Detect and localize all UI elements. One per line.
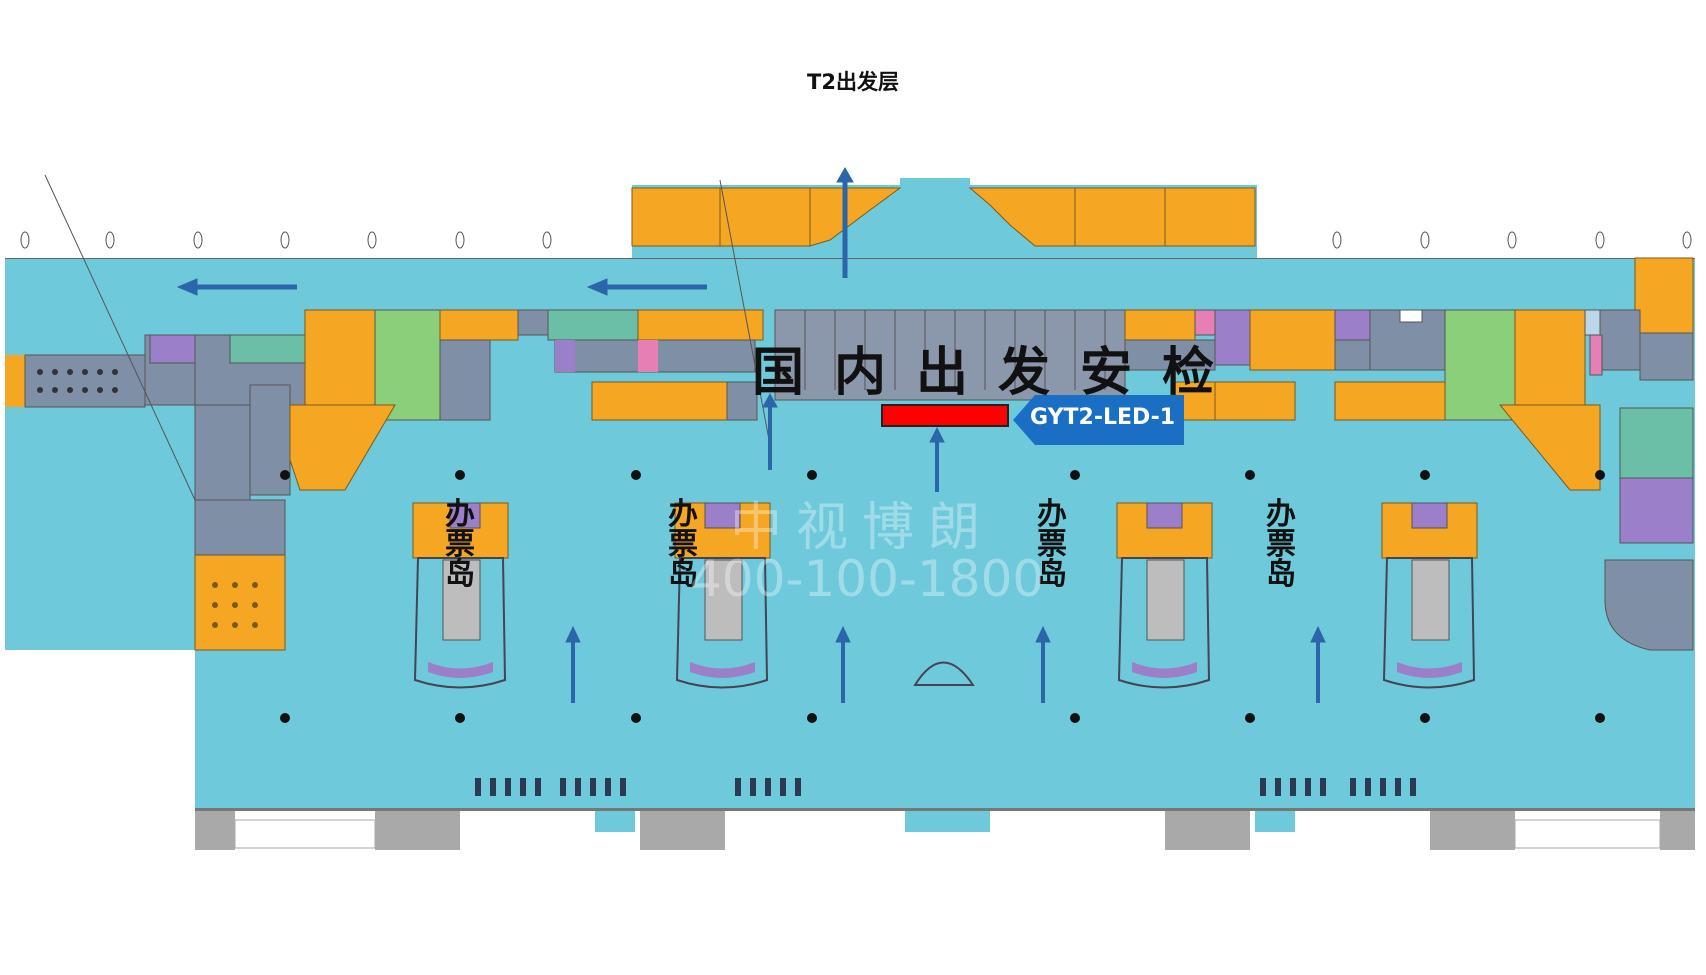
- left-wing: [5, 309, 549, 651]
- ticket-island-label: 办票岛: [1266, 497, 1296, 592]
- island-1: [412, 502, 509, 689]
- led-screen-marker: [881, 404, 1009, 427]
- arrow-left-icon: [586, 278, 707, 296]
- island-2: [674, 502, 771, 689]
- arrow-up-icon: [836, 166, 854, 278]
- arrow-left-icon: [176, 278, 297, 296]
- arrow-up-icon: [762, 392, 778, 470]
- gate-markers: [20, 231, 1692, 249]
- ticket-island-label: 办票岛: [1037, 497, 1067, 592]
- flow-arrows: [176, 166, 1326, 703]
- right-wing: [1124, 309, 1694, 651]
- led-callout-box: [1013, 395, 1184, 445]
- arrow-up-icon: [835, 625, 851, 703]
- island-3: [1116, 502, 1213, 689]
- page-title: T2出发层: [807, 70, 899, 94]
- structural-columns: [280, 470, 1605, 723]
- top-gate-shops: [631, 187, 1694, 334]
- ticket-islands: [412, 502, 1478, 689]
- arrow-up-icon: [565, 625, 581, 703]
- bottom-counters: [475, 778, 1416, 796]
- arrow-up-icon: [1035, 625, 1051, 703]
- arrow-up-icon: [929, 426, 945, 492]
- watermark-phone: 400-100-1800: [690, 550, 1045, 608]
- island-4: [1381, 502, 1478, 689]
- led-callout-label: GYT2-LED-1: [1030, 405, 1176, 430]
- arrow-up-icon: [1310, 625, 1326, 703]
- security-checkpoint-label: 国内出发安检: [752, 343, 1245, 403]
- ticket-island-label: 办票岛: [668, 497, 698, 592]
- watermark-company: 中视博朗: [730, 498, 995, 558]
- security-zone: [547, 309, 1126, 421]
- ticket-island-label: 办票岛: [445, 497, 475, 592]
